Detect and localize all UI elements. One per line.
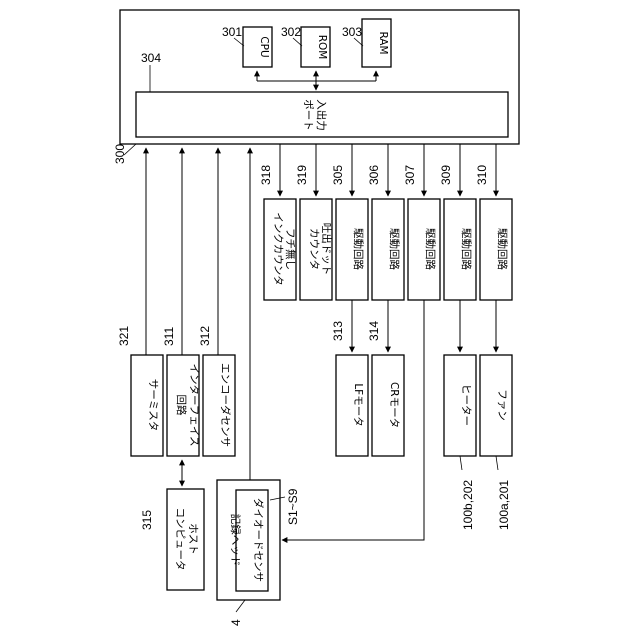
ram-label: RAM (377, 31, 389, 54)
cpu-label: CPU (258, 36, 270, 57)
lf-motor-ref: 313 (331, 321, 345, 341)
host-label-line1: ホスト (187, 523, 199, 555)
thermistor-ref: 321 (117, 326, 131, 346)
borderless-ink-counter-line2: インクカウンタ (272, 212, 284, 286)
recording-head-ref: 4 (229, 619, 243, 626)
cpu-ref: 301 (222, 25, 242, 39)
interface-ref: 311 (162, 327, 176, 346)
interface-label-line2: 回路 (175, 395, 188, 416)
dot-counter-line1: 吐出ドット (320, 223, 333, 276)
host-label-line2: コンピュータ (174, 508, 186, 571)
drive-circuit-305-ref: 305 (331, 165, 345, 185)
cr-motor-ref: 314 (367, 321, 381, 341)
drive-circuit-310-ref: 310 (475, 165, 489, 185)
encoder-sensor-ref: 312 (198, 326, 212, 346)
io-port-label-line1: 入出力 (315, 99, 328, 131)
dot-counter-ref: 319 (295, 165, 309, 185)
diode-sensor-label: ダイオードセンサ (252, 498, 265, 582)
ram-ref: 303 (342, 25, 362, 39)
drive-circuit-307-ref: 307 (403, 165, 417, 185)
drive-circuit-307-label: 駆動回路 (424, 228, 437, 270)
rom-label: ROM (316, 35, 328, 60)
fan-label: ファン (496, 389, 508, 421)
drive-circuit-306-label: 駆動回路 (388, 228, 401, 270)
lf-motor-label: LFモータ (352, 383, 364, 426)
interface-label-line1: インターフェイス (188, 363, 200, 446)
rom-ref: 302 (281, 25, 301, 39)
diode-sensor-ref: S1~S9 (286, 488, 300, 525)
drive-circuit-306-ref: 306 (367, 165, 381, 185)
cr-motor-label: CRモータ (388, 382, 400, 428)
drive-circuit-309-ref: 309 (439, 165, 453, 185)
borderless-ink-counter-line1: フチ無し (284, 228, 297, 270)
drive-circuit-310-label: 駆動回路 (496, 228, 509, 270)
host-ref: 315 (140, 510, 154, 530)
dot-counter-line2: カウンタ (308, 228, 320, 270)
io-port-ref: 304 (141, 51, 161, 65)
heater-label: ヒーター (460, 384, 472, 426)
heater-ref: 100b,202 (461, 480, 475, 530)
io-port-label-line2: ポート (302, 99, 314, 131)
borderless-ink-counter-ref: 318 (259, 165, 273, 185)
thermistor-label: サーミスタ (147, 379, 159, 432)
fan-ref: 100a,201 (497, 480, 511, 530)
recording-head-label: 記録ヘッド (229, 514, 242, 567)
encoder-sensor-label: エンコーダセンサ (219, 363, 232, 447)
drive-circuit-309-label: 駆動回路 (460, 228, 473, 270)
drive-circuit-305-label: 駆動回路 (352, 228, 365, 270)
